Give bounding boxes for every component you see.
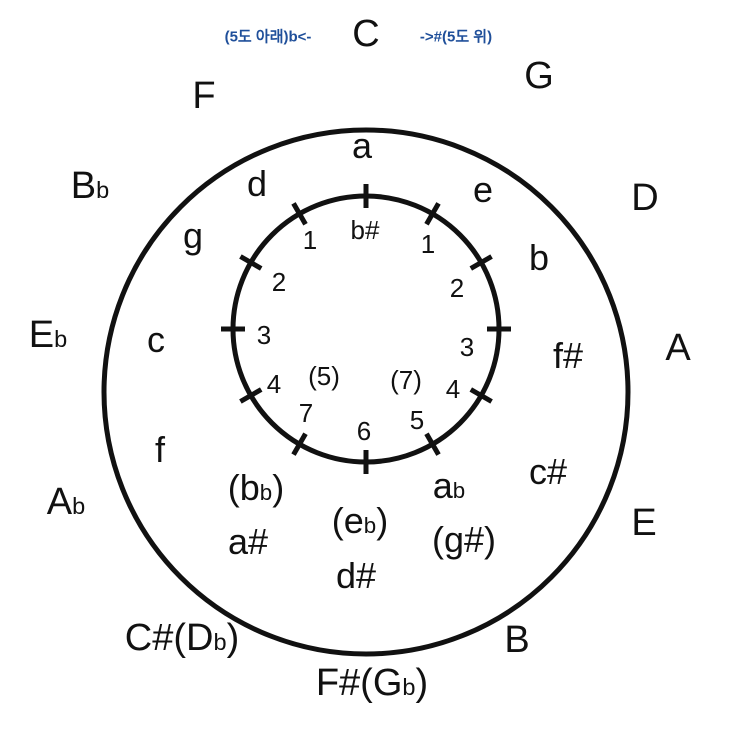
major-key-b: B <box>504 619 530 661</box>
minor-key-d: d <box>246 163 268 204</box>
inner-tick-7 <box>291 432 308 456</box>
inner-label-b-sharp: b# <box>350 215 380 245</box>
minor-key-c-sharp: c# <box>528 451 568 492</box>
minor-key-b: b <box>528 237 550 278</box>
sharp-count-2: 2 <box>449 273 465 303</box>
minor-key-f-sharp: f# <box>552 335 584 376</box>
alt-count-5: (5) <box>308 361 340 391</box>
minor-key-a-flat: ab <box>432 465 466 506</box>
inner-circle-ticks <box>221 184 511 474</box>
major-key-g: G <box>524 55 554 97</box>
minor-key-f: f <box>154 429 166 470</box>
minor-key-e: e <box>472 169 494 210</box>
minor-key-g-sharp: (g#) <box>431 519 497 560</box>
major-key-f: F <box>192 75 216 117</box>
minor-key-d-sharp: d# <box>335 555 377 596</box>
outer-circle <box>101 127 631 657</box>
inner-tick-2 <box>469 254 493 271</box>
major-key-b-flat: Bb <box>70 165 110 207</box>
major-key-a-flat: Ab <box>46 481 86 523</box>
minor-key-g: g <box>182 215 204 256</box>
flat-count-3: 3 <box>256 320 272 350</box>
sharp-count-3: 3 <box>459 332 475 362</box>
inner-tick-8 <box>239 387 263 404</box>
inner-tick-5 <box>424 432 441 456</box>
flat-count-4: 4 <box>266 369 282 399</box>
major-key-a: A <box>665 327 691 369</box>
inner-tick-4 <box>469 387 493 404</box>
minor-key-c: c <box>147 319 165 360</box>
major-key-c: C <box>352 13 380 55</box>
inner-tick-1 <box>424 202 441 226</box>
flat-count-7: 7 <box>298 398 314 428</box>
inner-tick-11 <box>291 202 308 226</box>
flat-count-2: 2 <box>271 267 287 297</box>
major-key-e-flat: Eb <box>28 314 68 356</box>
flat-count-1: 1 <box>302 225 318 255</box>
major-key-e: E <box>631 502 657 544</box>
minor-key-a: a <box>351 125 373 166</box>
count-6: 6 <box>356 416 372 446</box>
minor-key-b-flat: (bb) <box>227 467 285 508</box>
inner-tick-10 <box>239 254 263 271</box>
major-key-c-sharp: C#(Db) <box>124 617 240 659</box>
flat-direction-hint: (5도 아래)b<- <box>224 28 312 46</box>
major-key-d: D <box>631 177 659 219</box>
major-key-f-sharp: F#(Gb) <box>315 662 429 704</box>
alt-count-7: (7) <box>390 365 422 395</box>
sharp-direction-hint: ->#(5도 위) <box>419 28 493 46</box>
sharp-count-1: 1 <box>420 229 436 259</box>
sharp-count-5: 5 <box>409 405 425 435</box>
minor-key-e-flat: (eb) <box>331 500 389 541</box>
minor-key-a-sharp: a# <box>227 521 269 562</box>
sharp-count-4: 4 <box>445 374 461 404</box>
